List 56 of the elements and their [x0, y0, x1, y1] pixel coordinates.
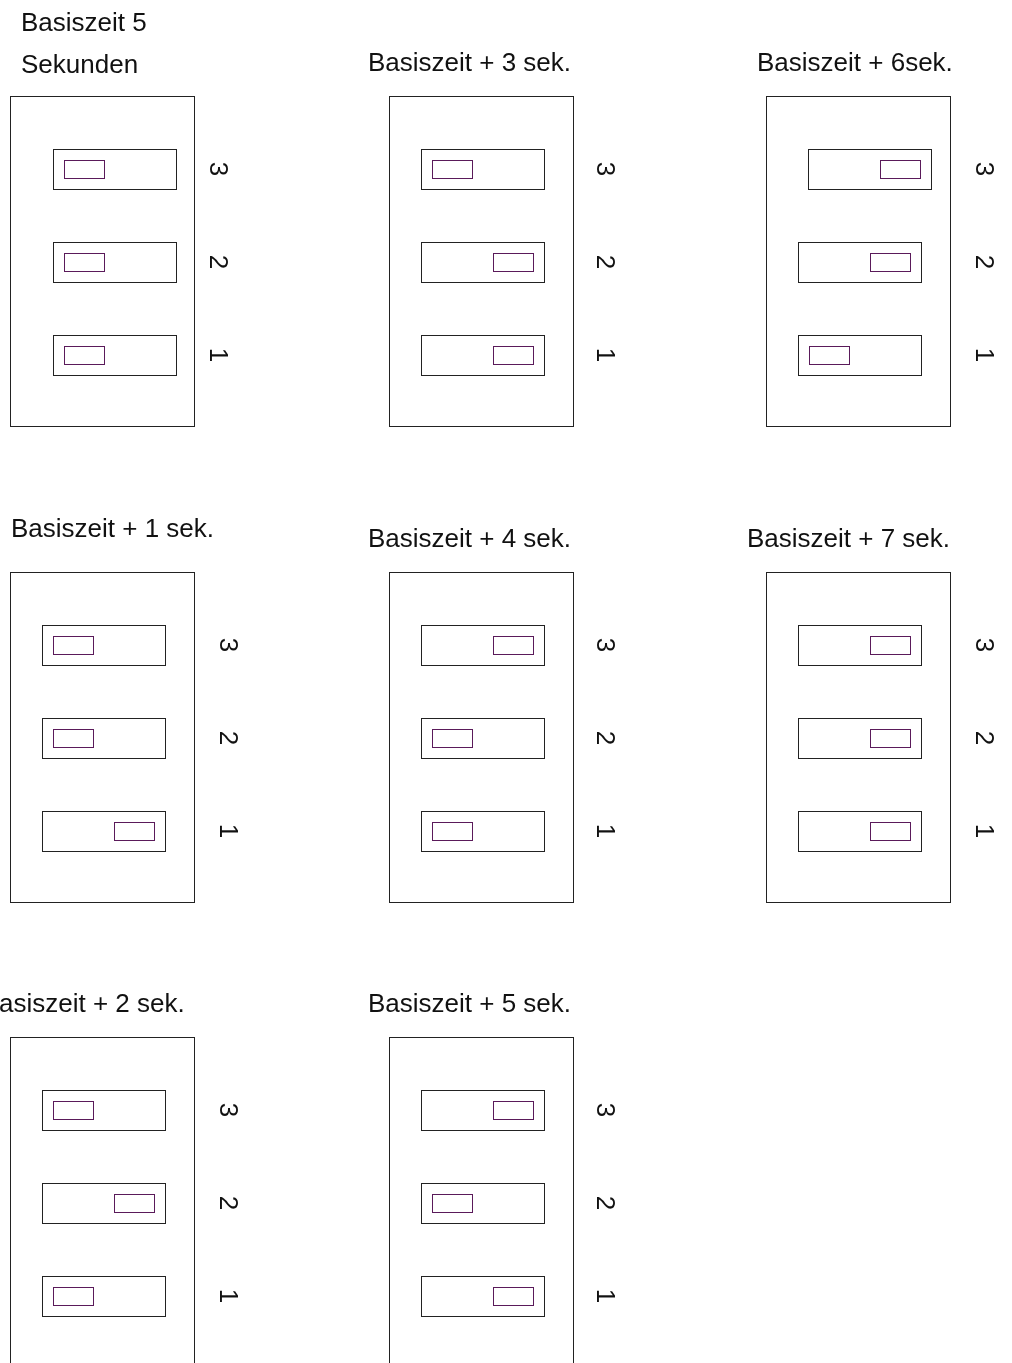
setting-title: asiszeit + 2 sek.	[0, 987, 185, 1020]
switch-number: 3	[972, 637, 999, 653]
switch-slider	[493, 1101, 534, 1120]
switch-number: 1	[593, 347, 620, 363]
switch-number: 2	[972, 254, 999, 270]
switch-number: 3	[216, 1102, 243, 1118]
setting-title: Basiszeit + 7 sek.	[747, 522, 951, 555]
switch-slider	[870, 729, 911, 748]
switch-slider	[432, 1194, 473, 1213]
switch-slider	[53, 729, 94, 748]
switch-number: 3	[972, 161, 999, 177]
setting-title: Basiszeit 5 Sekunden	[21, 6, 148, 81]
switch-number: 3	[216, 637, 243, 653]
switch-slider	[809, 346, 850, 365]
switch-number: 1	[216, 823, 243, 839]
switch-number: 1	[972, 347, 999, 363]
switch-slider	[64, 253, 105, 272]
setting-title: Basiszeit + 4 sek.	[368, 522, 572, 555]
setting-title: Basiszeit + 1 sek.	[11, 512, 215, 545]
switch-slider	[64, 346, 105, 365]
switch-slider	[493, 1287, 534, 1306]
switch-slider	[870, 636, 911, 655]
switch-slider	[870, 822, 911, 841]
switch-slider	[53, 1101, 94, 1120]
switch-number: 2	[593, 730, 620, 746]
switch-number: 2	[206, 254, 233, 270]
switch-slider	[493, 346, 534, 365]
setting-title: Basiszeit + 5 sek.	[368, 987, 572, 1020]
switch-slider	[432, 729, 473, 748]
switch-number: 1	[972, 823, 999, 839]
switch-slider	[432, 822, 473, 841]
switch-slider	[114, 822, 155, 841]
switch-slider	[114, 1194, 155, 1213]
switch-number: 1	[593, 1288, 620, 1304]
switch-number: 3	[593, 161, 620, 177]
switch-number: 1	[593, 823, 620, 839]
switch-number: 2	[593, 1195, 620, 1211]
switch-number: 2	[972, 730, 999, 746]
switch-number: 2	[216, 1195, 243, 1211]
switch-number: 1	[216, 1288, 243, 1304]
switch-number: 2	[216, 730, 243, 746]
switch-number: 2	[593, 254, 620, 270]
switch-number: 3	[206, 161, 233, 177]
switch-slider	[880, 160, 921, 179]
switch-number: 3	[593, 1102, 620, 1118]
switch-number: 1	[206, 347, 233, 363]
setting-title: Basiszeit + 3 sek.	[368, 46, 572, 79]
switch-slider	[432, 160, 473, 179]
switch-slider	[53, 1287, 94, 1306]
switch-slider	[493, 253, 534, 272]
switch-slider	[493, 636, 534, 655]
switch-slider	[870, 253, 911, 272]
switch-number: 3	[593, 637, 620, 653]
switch-slider	[64, 160, 105, 179]
switch-slider	[53, 636, 94, 655]
setting-title: Basiszeit + 6sek.	[757, 46, 953, 79]
